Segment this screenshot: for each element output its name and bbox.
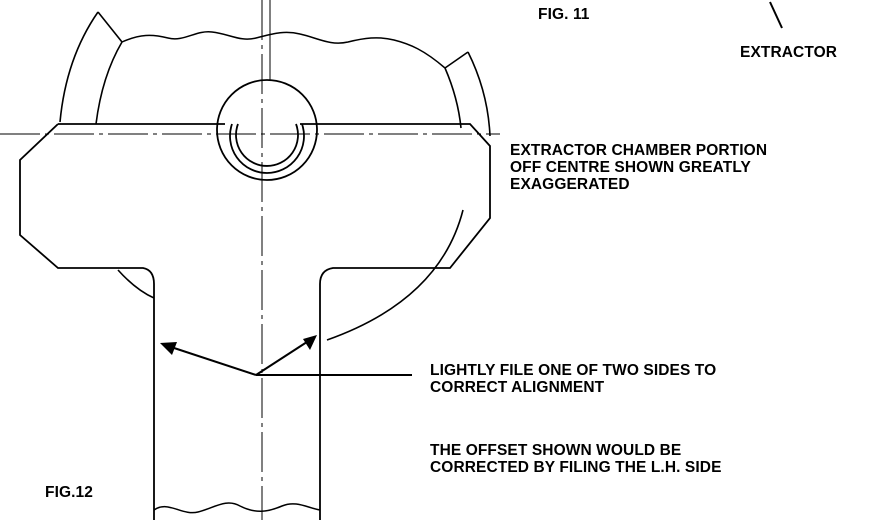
chamber-note-line: OFF CENTRE SHOWN GREATLY (510, 159, 751, 176)
stem-break-line (153, 502, 321, 514)
left-inner-arc (95, 41, 123, 125)
lower-right-arc (326, 209, 464, 341)
offset-note-line: CORRECTED BY FILING THE L.H. SIDE (430, 459, 722, 476)
offset-note-line: THE OFFSET SHOWN WOULD BE (430, 442, 682, 459)
break-line (121, 31, 446, 69)
chamber-note: EXTRACTOR CHAMBER PORTION OFF CENTRE SHO… (510, 142, 767, 193)
left-outer-arc (59, 11, 99, 123)
body-arcs (59, 11, 491, 341)
offset-note: THE OFFSET SHOWN WOULD BE CORRECTED BY F… (430, 442, 722, 476)
chamber-note-line: EXAGGERATED (510, 176, 630, 193)
left-arrowhead (160, 342, 177, 355)
arrow-to-right-side (255, 339, 311, 376)
extractor-outer-ring (216, 79, 318, 181)
centre-lines (0, 0, 500, 520)
extractor-inner-ring-2 (235, 123, 299, 167)
right-outer-arc (467, 51, 491, 137)
extractor-label: EXTRACTOR (740, 44, 838, 61)
arrow-to-left-side (167, 345, 257, 376)
right-inner-arc (444, 67, 462, 129)
extractor-inner-ring (229, 123, 305, 174)
arrowheads (160, 335, 317, 355)
left-arc-top-cap (97, 11, 123, 43)
figure-11-caption: FIG. 11 (538, 6, 590, 23)
body-outline (19, 123, 491, 520)
file-note: LIGHTLY FILE ONE OF TWO SIDES TO CORRECT… (430, 362, 716, 396)
leader-arrows (167, 1, 783, 376)
right-arrowhead (303, 335, 317, 350)
right-arc-top-cap (444, 51, 469, 69)
extractor-circle (216, 79, 318, 181)
chamber-note-line: EXTRACTOR CHAMBER PORTION (510, 142, 768, 159)
extractor-leader (769, 1, 783, 29)
file-note-line: LIGHTLY FILE ONE OF TWO SIDES TO (430, 362, 717, 379)
lower-left-arc (117, 269, 155, 299)
file-note-line: CORRECT ALIGNMENT (430, 379, 605, 396)
figure-12-caption: FIG.12 (45, 484, 93, 501)
